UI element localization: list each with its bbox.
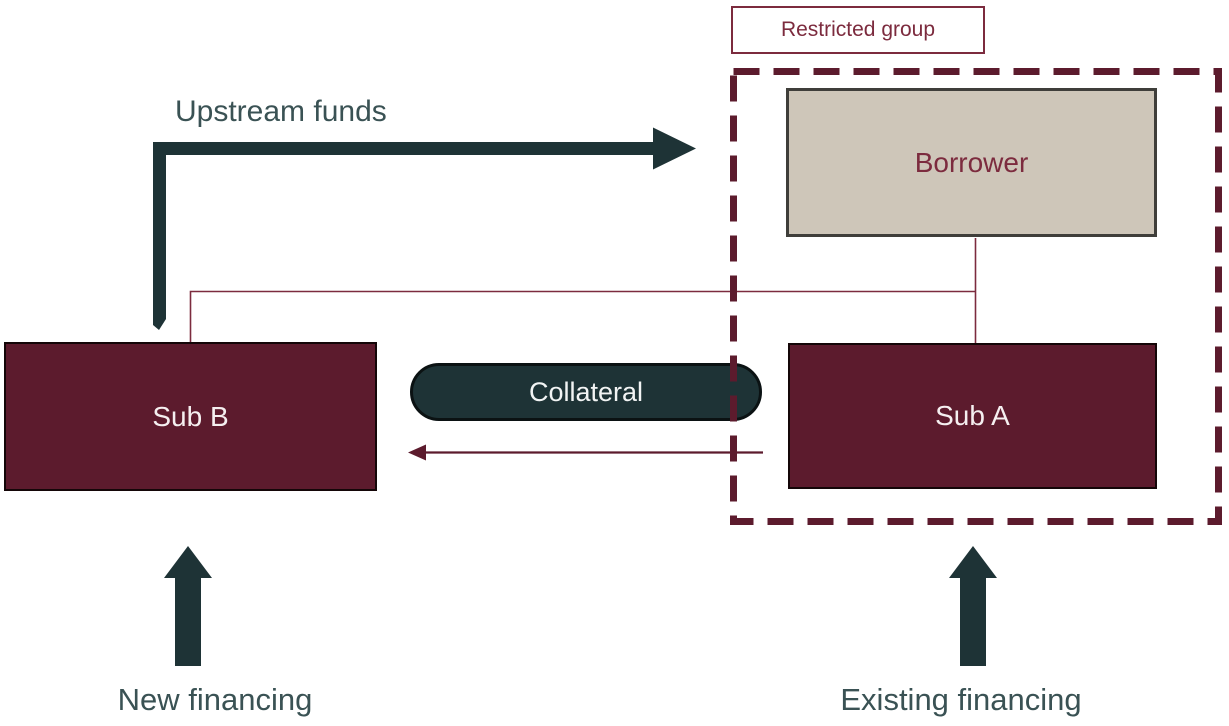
ownership-connector-line <box>189 238 977 343</box>
sub-b-node: Sub B <box>4 342 377 491</box>
new-financing-label: New financing <box>117 682 313 717</box>
borrower-node: Borrower <box>786 88 1157 237</box>
sub-a-node: Sub A <box>788 343 1157 489</box>
existing-financing-arrow <box>949 546 997 666</box>
collateral-transfer-arrow <box>408 444 763 461</box>
existing-financing-label: Existing financing <box>840 682 1082 717</box>
upstream-funds-arrow <box>153 127 696 330</box>
sub-a-node-label: Sub A <box>935 400 1010 431</box>
borrower-node-label: Borrower <box>914 146 1029 178</box>
upstream-funds-label: Upstream funds <box>175 95 387 128</box>
restricted-group-label: Restricted group <box>731 6 985 54</box>
collateral-pill: Collateral <box>410 363 762 421</box>
new-financing-arrow <box>164 546 212 666</box>
restricted-group-label-text: Restricted group <box>780 18 936 41</box>
sub-b-node-label: Sub B <box>152 400 229 432</box>
collateral-pill-label: Collateral <box>528 376 644 407</box>
